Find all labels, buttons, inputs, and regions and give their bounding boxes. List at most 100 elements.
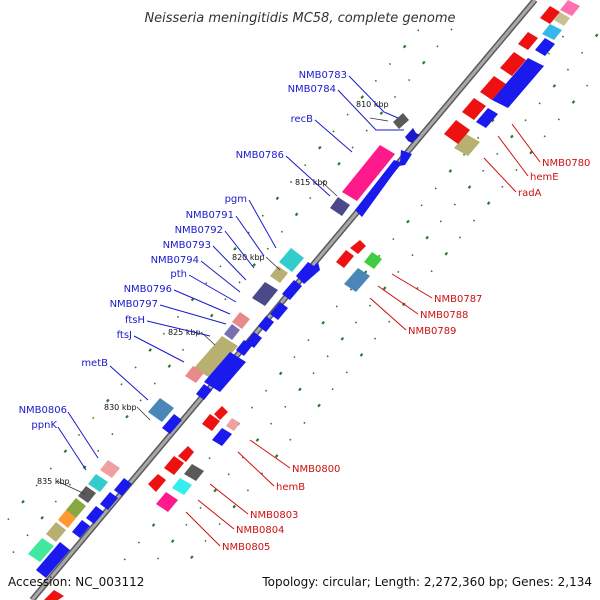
- gene-label-nmb0788[interactable]: NMB0788: [420, 310, 468, 321]
- gene-nmb0787-arrow[interactable]: [336, 250, 354, 268]
- tick-dot: [151, 523, 156, 527]
- gene-label-recb[interactable]: recB: [291, 114, 314, 125]
- gene-label-ftsj[interactable]: ftsJ: [117, 330, 132, 341]
- gene-label-nmb0796[interactable]: NMB0796: [124, 284, 172, 295]
- gene-label-nmb0805[interactable]: NMB0805: [222, 542, 270, 553]
- gene-top-cyan[interactable]: [542, 24, 562, 40]
- gene-nmb0794-arrow[interactable]: [270, 302, 288, 320]
- gene-leader-line: [146, 320, 211, 337]
- gene-hemE-arrow[interactable]: [444, 120, 470, 144]
- gene-label-hemb[interactable]: hemB: [276, 482, 305, 493]
- gene-nmb0783-block[interactable]: [393, 113, 409, 129]
- gene-ftsh-arrow2[interactable]: [246, 332, 262, 348]
- gene-metb-arrow[interactable]: [162, 414, 182, 434]
- gene-orange-block[interactable]: [58, 510, 76, 528]
- gene-label-nmb0783[interactable]: NMB0783: [299, 70, 347, 81]
- gene-ftsh-arrow1[interactable]: [236, 340, 252, 356]
- gene-label-ftsh[interactable]: ftsH: [125, 315, 145, 326]
- gene-label-ppnk[interactable]: ppnK: [31, 420, 57, 431]
- gene-olive-block[interactable]: [66, 498, 86, 518]
- gene-ppnk-arrow2[interactable]: [100, 492, 118, 510]
- gene-nmb0797-block[interactable]: [224, 324, 240, 340]
- gene-label-nmb0800[interactable]: NMB0800: [292, 464, 340, 475]
- gene-ftsj-block[interactable]: [185, 366, 204, 383]
- gene-nmb0786-block[interactable]: [330, 197, 350, 216]
- gene-label-nmb0780[interactable]: NMB0780: [542, 158, 590, 169]
- gene-pgm-block[interactable]: [279, 248, 304, 272]
- gene-top-blue3[interactable]: [476, 108, 498, 128]
- gene-label-pgm[interactable]: pgm: [225, 194, 247, 205]
- gene-nmb0784-arrow[interactable]: [405, 128, 420, 143]
- gene-ftsh-block[interactable]: [194, 336, 238, 378]
- gene-label-nmb0794[interactable]: NMB0794: [151, 255, 199, 266]
- gene-label-nmb0804[interactable]: NMB0804: [236, 525, 284, 536]
- gene-pth-arrow[interactable]: [258, 316, 274, 332]
- tick-dot: [379, 111, 384, 116]
- gene-top-pink[interactable]: [560, 0, 580, 16]
- kbp-label: 820 kbp: [232, 253, 265, 262]
- gene-top-tan2[interactable]: [454, 134, 480, 156]
- gene-label-pth[interactable]: pth: [170, 269, 187, 280]
- gene-nmb0805-pink[interactable]: [156, 492, 178, 512]
- gene-rev-top3[interactable]: [500, 52, 526, 76]
- gene-nmb0796-block[interactable]: [232, 312, 250, 329]
- gene-label-nmb0787[interactable]: NMB0787: [434, 294, 482, 305]
- gene-label-nmb0806[interactable]: NMB0806: [19, 405, 67, 416]
- gene-tan-block[interactable]: [46, 522, 66, 542]
- gene-ppnk-block[interactable]: [88, 474, 108, 492]
- gene-recb-block[interactable]: [342, 145, 395, 201]
- gene-nmb0803-gray[interactable]: [184, 464, 204, 481]
- gene-pgm-arrow[interactable]: [296, 262, 320, 284]
- gene-nmb0787-arrow2[interactable]: [350, 240, 366, 254]
- gene-nmb0793-arrow[interactable]: [282, 280, 302, 300]
- gene-label-nmb0789[interactable]: NMB0789: [408, 326, 456, 337]
- gene-label-nmb0792[interactable]: NMB0792: [175, 225, 223, 236]
- tick-dot: [360, 95, 365, 100]
- gene-top-tan[interactable]: [554, 12, 570, 26]
- gene-nmb0803-arrow2[interactable]: [178, 446, 194, 462]
- gene-ppnk-arrow5[interactable]: [36, 542, 70, 578]
- gene-nmb0789-block[interactable]: [344, 268, 370, 292]
- gene-nmb0800-arrow[interactable]: [202, 414, 220, 431]
- gene-radA-arrow[interactable]: [462, 98, 486, 120]
- gene-label-heme[interactable]: hemE: [530, 172, 559, 183]
- gene-label-rada[interactable]: radA: [518, 188, 542, 199]
- gene-nmb0792-block[interactable]: [252, 282, 278, 306]
- kbp-leader-line: [321, 181, 338, 197]
- gene-ppnk-arrow4[interactable]: [72, 520, 90, 538]
- gene-label-nmb0791[interactable]: NMB0791: [186, 210, 234, 221]
- gene-ftsj-arrow[interactable]: [196, 384, 212, 400]
- gene-recb-arrow[interactable]: [355, 150, 412, 217]
- gene-label-nmb0786[interactable]: NMB0786: [236, 150, 284, 161]
- gene-green-block[interactable]: [28, 538, 54, 562]
- gene-label-nmb0793[interactable]: NMB0793: [163, 240, 211, 251]
- tick-dot: [63, 449, 68, 454]
- gene-rev-top1[interactable]: [540, 6, 560, 24]
- gene-nmb0803-arrow[interactable]: [164, 456, 184, 475]
- gene-label-metb[interactable]: metB: [81, 358, 108, 369]
- gene-ftsh-arrow3[interactable]: [204, 352, 246, 392]
- gene-top-blue2[interactable]: [492, 58, 544, 108]
- gene-nmb0804-cyan[interactable]: [172, 478, 192, 495]
- gene-nmb0788-block[interactable]: [364, 252, 382, 269]
- gene-nmb0800-small[interactable]: [226, 418, 240, 431]
- tick-dot: [406, 219, 410, 224]
- gene-label-nmb0803[interactable]: NMB0803: [250, 510, 298, 521]
- gene-gray-block[interactable]: [78, 486, 96, 503]
- tick-dot: [420, 204, 423, 207]
- gene-nmb0791-block[interactable]: [270, 266, 288, 283]
- gene-bottom-red[interactable]: [44, 590, 64, 600]
- gene-label-nmb0797[interactable]: NMB0797: [110, 299, 158, 310]
- tick-dot: [120, 383, 123, 386]
- gene-rev-top2[interactable]: [518, 32, 538, 50]
- gene-ppnk-arrow3[interactable]: [86, 506, 104, 524]
- gene-nmb0805-red[interactable]: [148, 474, 166, 492]
- gene-ppnk-arrow1[interactable]: [114, 478, 132, 496]
- gene-nmb0806-block[interactable]: [100, 460, 120, 478]
- gene-rev-top4[interactable]: [480, 76, 506, 100]
- gene-hemB-arrow[interactable]: [212, 428, 232, 446]
- gene-metb-block[interactable]: [148, 398, 174, 422]
- gene-top-blue1[interactable]: [535, 38, 555, 56]
- gene-hemB-red[interactable]: [214, 406, 228, 420]
- gene-label-nmb0784[interactable]: NMB0784: [288, 84, 336, 95]
